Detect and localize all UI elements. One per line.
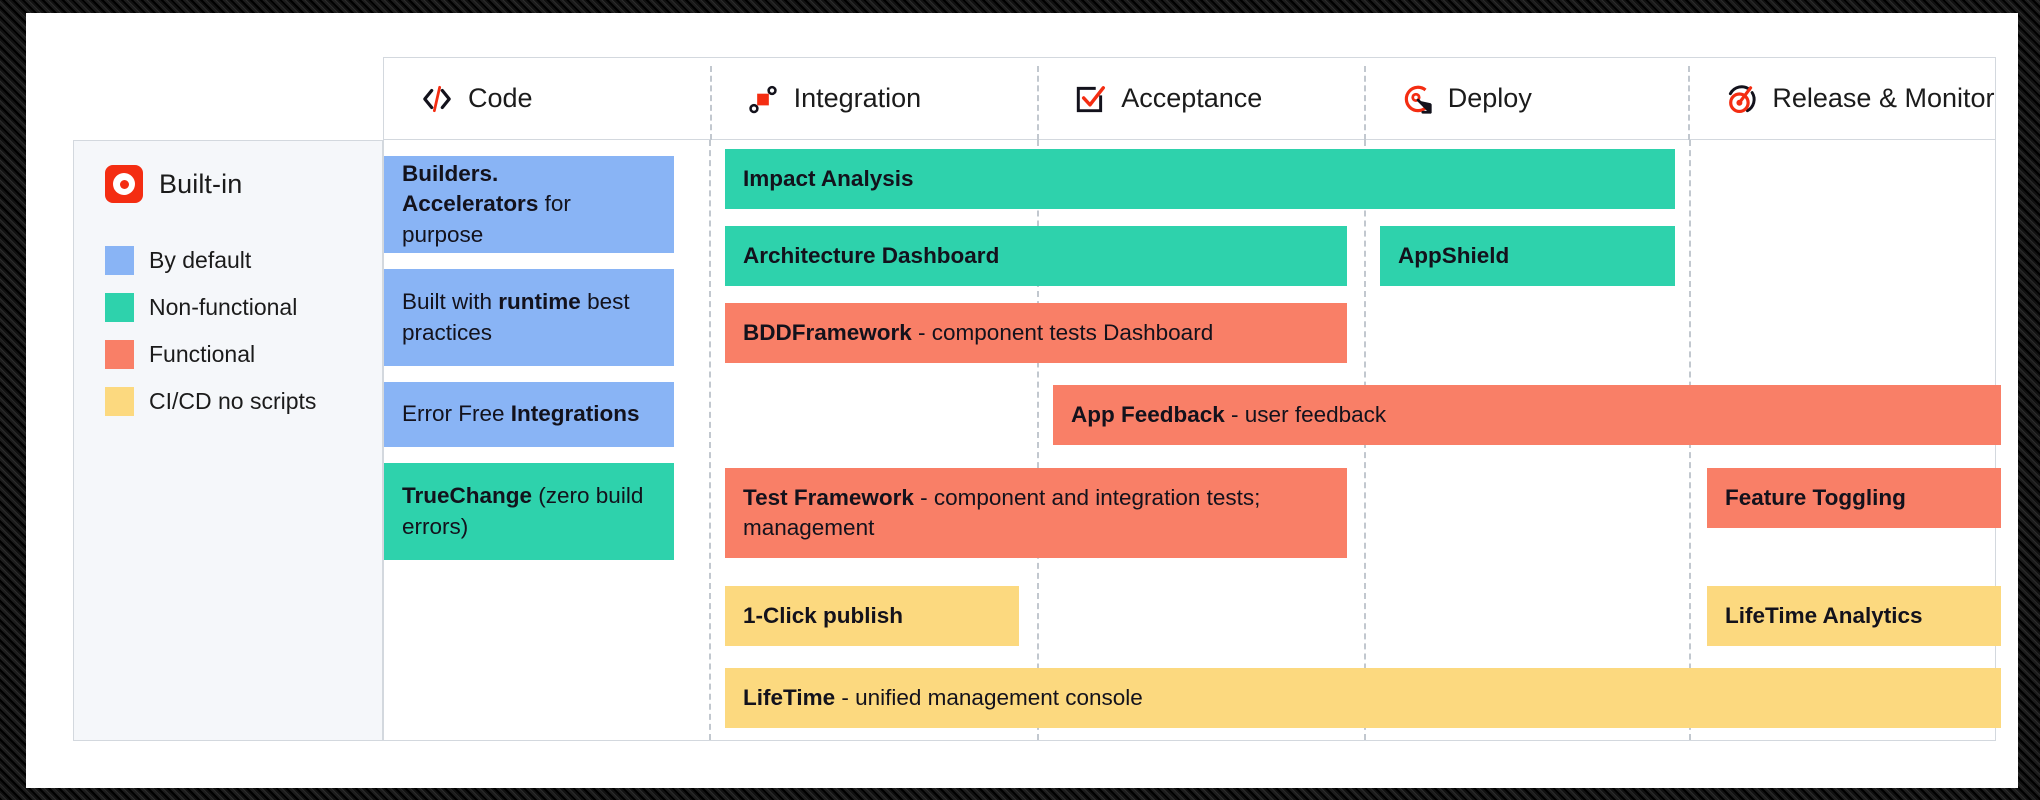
capability-one-click-publish[interactable]: 1-Click publish xyxy=(725,586,1019,646)
capability-lifetime-console[interactable]: LifeTime - unified management console xyxy=(725,668,2001,728)
capability-appshield[interactable]: AppShield xyxy=(1380,226,1675,286)
capability-runtime-best-practices[interactable]: Built with runtime best practices xyxy=(384,269,674,366)
capability-label: AppShield xyxy=(1398,242,1510,268)
capability-error-free-integrations[interactable]: Error Free Integrations xyxy=(384,382,674,447)
capability-label: LifeTime Analytics xyxy=(1725,602,1923,628)
legend-swatch-cicd xyxy=(105,387,134,416)
capability-builders-accelerators[interactable]: Builders.Accelerators for purpose xyxy=(384,156,674,253)
capability-feature-toggling[interactable]: Feature Toggling xyxy=(1707,468,2001,528)
capability-app-feedback[interactable]: App Feedback - user feedback xyxy=(1053,385,2001,445)
legend-label: CI/CD no scripts xyxy=(149,388,317,414)
phase-column-acceptance[interactable]: Acceptance xyxy=(1037,58,1364,140)
deploy-cursor-icon xyxy=(1400,82,1434,116)
capability-label: TrueChange (zero build errors) xyxy=(402,483,644,539)
capability-test-framework[interactable]: Test Framework - component and integrati… xyxy=(725,468,1347,558)
phase-label: Release & Monitor xyxy=(1772,83,1995,113)
phase-column-release-monitor[interactable]: Release & Monitor xyxy=(1688,58,1995,140)
capability-label: Builders.Accelerators for purpose xyxy=(402,161,571,247)
builtin-row: Built-in xyxy=(105,165,242,203)
code-brackets-icon xyxy=(420,82,454,116)
capability-label: 1-Click publish xyxy=(743,602,904,628)
integration-nodes-icon xyxy=(746,82,780,116)
release-gauge-icon xyxy=(1724,82,1758,116)
capability-label: Built with runtime best practices xyxy=(402,289,630,345)
target-dot-icon xyxy=(105,165,143,203)
legend-item-non_functional: Non-functional xyxy=(105,293,316,322)
legend-swatch-non_functional xyxy=(105,293,134,322)
legend-item-by_default: By default xyxy=(105,246,316,275)
capability-label: LifeTime - unified management console xyxy=(743,684,1143,710)
phase-column-deploy[interactable]: Deploy xyxy=(1363,58,1689,140)
capability-label: Feature Toggling xyxy=(1725,484,1906,510)
phase-label: Deploy xyxy=(1447,83,1532,113)
capability-label: Test Framework - component and integrati… xyxy=(743,484,1261,540)
capability-truechange[interactable]: TrueChange (zero build errors) xyxy=(384,463,674,560)
legend-swatch-by_default xyxy=(105,246,134,275)
capability-label: Error Free Integrations xyxy=(402,401,640,427)
phase-label: Code xyxy=(468,83,533,113)
capability-label: Architecture Dashboard xyxy=(743,242,1000,268)
capability-label: Impact Analysis xyxy=(743,165,914,191)
phase-header: Code Integration Acceptance Deploy Relea… xyxy=(383,57,1996,140)
legend-label: Functional xyxy=(149,341,256,367)
legend-swatch-functional xyxy=(105,340,134,369)
phase-label: Integration xyxy=(793,83,922,113)
phase-column-code[interactable]: Code xyxy=(384,58,710,139)
capability-impact-analysis[interactable]: Impact Analysis xyxy=(725,149,1675,209)
builtin-label: Built-in xyxy=(159,168,243,199)
column-divider-1 xyxy=(709,140,711,740)
capability-architecture-dashboard[interactable]: Architecture Dashboard xyxy=(725,226,1347,286)
phase-column-integration[interactable]: Integration xyxy=(709,58,1038,140)
capability-lifetime-analytics[interactable]: LifeTime Analytics xyxy=(1707,586,2001,646)
legend-item-cicd: CI/CD no scripts xyxy=(105,387,316,416)
legend-item-functional: Functional xyxy=(105,340,316,369)
capability-label: App Feedback - user feedback xyxy=(1071,401,1387,427)
checkbox-check-icon xyxy=(1073,82,1107,116)
legend-label: By default xyxy=(149,247,252,273)
phase-label: Acceptance xyxy=(1121,83,1263,113)
legend-label: Non-functional xyxy=(149,294,298,320)
capability-bddframework[interactable]: BDDFramework - component tests Dashboard xyxy=(725,303,1347,363)
capability-label: BDDFramework - component tests Dashboard xyxy=(743,319,1214,345)
column-divider-2 xyxy=(1037,140,1039,740)
